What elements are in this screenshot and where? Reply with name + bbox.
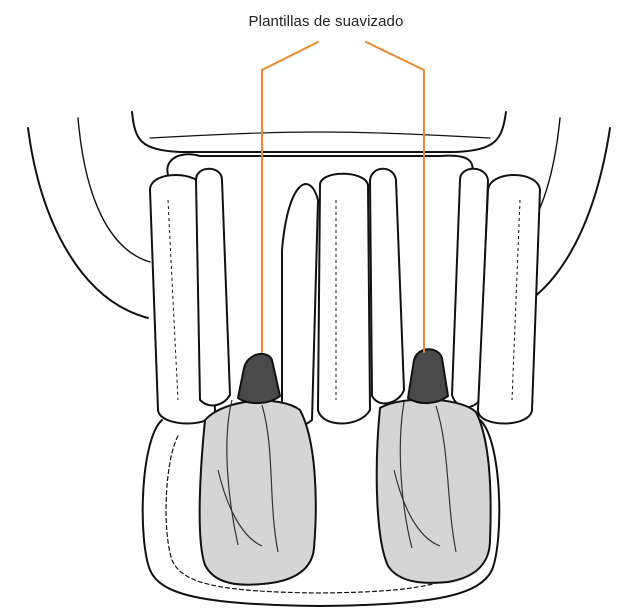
- cushion-center-left: [282, 184, 318, 427]
- cushion-right-outer: [478, 175, 540, 424]
- foot-well-left: [200, 401, 316, 585]
- cushion-center-right: [370, 169, 404, 404]
- heel-cap-left: [238, 354, 280, 403]
- heel-cap-right: [408, 349, 448, 403]
- backrest-bar-inner: [150, 132, 490, 138]
- cushion-center: [318, 174, 370, 424]
- foot-well-right: [377, 399, 491, 582]
- cushion-left-inner: [196, 169, 230, 406]
- frame-left-outer-line: [28, 128, 148, 318]
